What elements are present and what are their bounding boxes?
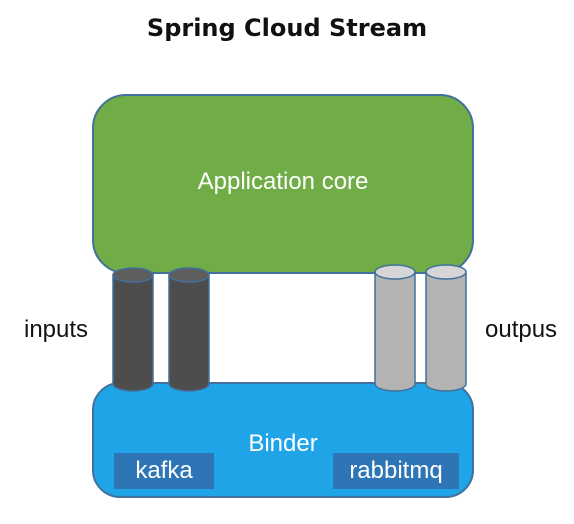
input-channel-cylinder-2 — [168, 267, 210, 392]
output-channel-cylinder-2 — [425, 264, 467, 392]
application-core-label: Application core — [197, 168, 369, 195]
binder-label: Binder — [248, 430, 318, 457]
inputs-label: inputs — [24, 316, 89, 343]
rabbitmq-broker-box: rabbitmq — [333, 453, 459, 489]
kafka-broker-box: kafka — [114, 453, 214, 489]
input-channel-cylinder-1 — [112, 267, 154, 392]
diagram-title: Spring Cloud Stream — [146, 14, 428, 42]
application-core-box: Application core — [92, 94, 474, 274]
outputs-label: outpus — [485, 316, 558, 343]
output-channel-cylinder-1 — [374, 264, 416, 392]
